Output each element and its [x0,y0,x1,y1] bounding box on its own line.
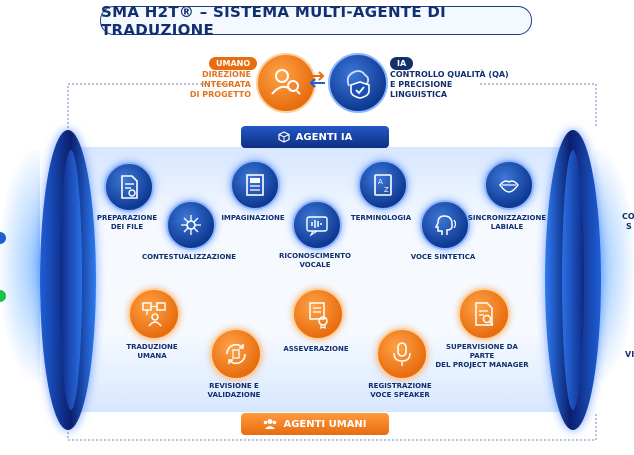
review-cycle-icon [226,343,246,365]
human-node-supervision [458,288,510,340]
microphone-icon [393,342,411,366]
human-direction-label: DIREZIONE INTEGRATA DI PROGETTO [189,70,251,99]
ai-node-file-prep [104,162,154,212]
ai-node-layout [230,160,280,210]
supervision-document-icon [475,302,494,326]
right-ring-inner [562,150,584,410]
glossary-book-icon: A Z [374,174,392,196]
ai-quality-label: CONTROLLO QUALITÀ (QA) E PRECISIONE LING… [390,70,509,99]
ai-node-terminology: A Z [358,160,408,210]
ai-node-contextualization [166,200,216,250]
ai-label-terminology: TERMINOLOGIA [350,214,412,222]
left-edge-green-icon [0,290,6,302]
ai-label-contextualization: CONTESTUALIZZAZIONE [141,253,237,261]
left-glow [0,150,40,380]
certificate-scroll-icon [309,302,328,329]
human-tag: UMANO [209,57,258,70]
ai-agents-header: AGENTI IA [241,126,389,148]
ai-label-file-prep: PREPARAZIONE DEI FILE [96,214,158,231]
right-edge-text-3: VI [625,350,634,359]
ai-node-synthetic-voice [420,200,470,250]
human-node-voice-recording [376,328,428,380]
ai-node-speech-recognition [292,200,342,250]
ai-label-lip-sync: SINCRONIZZAZIONE LABIALE [467,214,547,231]
document-gear-icon [121,175,138,199]
right-edge-text-1: CO [622,212,634,221]
exchange-arrows-icon [306,68,328,94]
project-direction-node [256,53,316,113]
human-label-translation: TRADUZIONE UMANA [126,343,178,360]
speaking-head-icon [434,215,457,235]
ai-brain-shield-icon [346,70,370,99]
people-group-icon [264,419,277,429]
person-search-icon [271,69,301,95]
diagram-title: SMA H2T® – SISTEMA MULTI-AGENTE DI TRADU… [100,3,532,39]
left-ring-inner [60,150,82,410]
svg-text:A: A [378,178,383,186]
human-label-voice-recording: REGISTRAZIONE VOCE SPEAKER [368,382,432,399]
left-edge-dot-icon [0,232,6,244]
waveform-icon [306,216,328,237]
human-label-review: REVISIONE E VALIDAZIONE [207,382,261,399]
layout-page-icon [246,174,264,196]
svg-text:Z: Z [384,186,389,194]
ai-label-synthetic-voice: VOCE SINTETICA [410,253,476,261]
human-agents-header-label: AGENTI UMANI [283,418,367,430]
human-label-supervision: SUPERVISIONE DA PARTE DEL PROJECT MANAGE… [435,343,529,369]
ai-label-layout: IMPAGINAZIONE [221,214,285,222]
workflow-person-icon [142,302,166,327]
ai-label-speech-recognition: RICONOSCIMENTO VOCALE [278,252,351,269]
lips-sync-icon [499,180,519,193]
human-node-translation [128,288,180,340]
human-node-certification [292,288,344,340]
human-label-certification: ASSEVERAZIONE [283,345,349,353]
ai-tag: IA [390,57,414,70]
quality-control-node [328,53,388,113]
network-hub-icon [181,215,201,235]
cube-icon [278,131,290,143]
right-edge-text-2: S [626,222,632,231]
human-agents-header: AGENTI UMANI [241,413,389,435]
ai-agents-header-label: AGENTI IA [295,131,353,143]
human-node-review [210,328,262,380]
ai-node-lip-sync [484,160,534,210]
